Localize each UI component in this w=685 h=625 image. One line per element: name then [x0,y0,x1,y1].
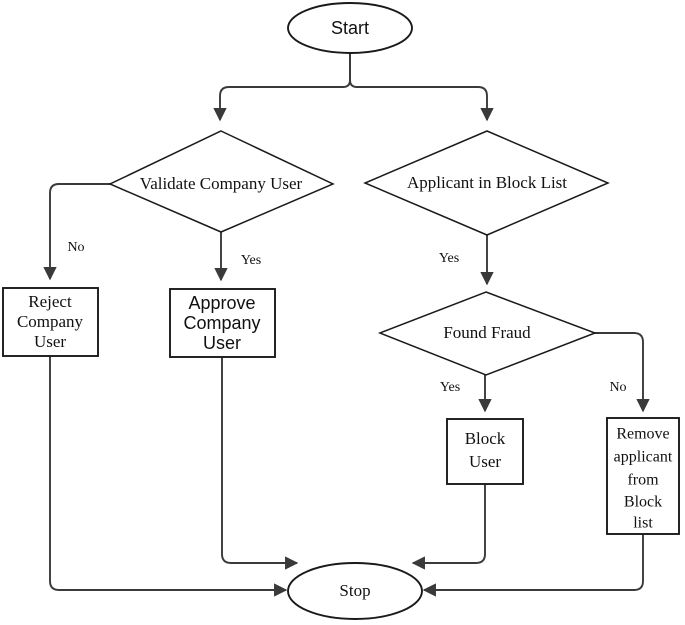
node-start[interactable]: Start [287,2,413,54]
node-reject-label-line2: Company [17,312,84,331]
edge-label-fraud-no: No [609,380,626,395]
edge-label-validate-no: No [67,240,84,255]
node-applicant-label: Applicant in Block List [407,173,567,192]
edge-block-stop [411,484,486,570]
node-reject-company-user[interactable]: Reject Company User [2,287,99,357]
node-approve-label-line1: Approve [188,293,255,313]
node-validate-label: Validate Company User [140,174,303,193]
node-remove-label-line4: Block [624,494,662,511]
edge-label-fraud-yes: Yes [440,380,460,395]
node-found-fraud[interactable]: Found Fraud [377,291,598,376]
node-approve-label-line3: User [203,333,241,353]
edge-validate-reject [43,183,110,281]
node-stop-label: Stop [339,581,370,600]
edge-label-validate-yes: Yes [241,253,261,268]
edge-start-split [213,51,351,122]
edge-label-applicant-yes: Yes [439,251,459,266]
edge-start-to-applicant [349,51,494,122]
node-block-user[interactable]: Block User [446,418,524,485]
node-reject-label-line3: User [34,332,66,351]
node-stop[interactable]: Stop [287,562,423,620]
node-validate-company-user[interactable]: Validate Company User [108,130,335,233]
node-remove-label-line1: Remove [616,426,669,443]
node-block-label-line1: Block [465,429,506,448]
node-approve-label-line2: Company [183,313,260,333]
edge-fraud-remove [595,332,650,413]
node-remove-applicant[interactable]: Remove applicant from Block list [606,417,680,535]
node-reject-label-line1: Reject [28,292,72,311]
node-remove-label-line2: applicant [614,449,673,466]
edge-reject-stop [49,356,288,597]
node-approve-company-user[interactable]: Approve Company User [169,288,276,358]
node-block-label-line2: User [469,452,501,471]
node-start-label: Start [331,18,369,38]
node-remove-label-line3: from [627,472,659,489]
edge-approve-stop [221,357,299,570]
node-applicant-in-block-list[interactable]: Applicant in Block List [363,130,610,236]
edge-remove-stop [422,534,644,597]
node-remove-label-line5: list [633,515,653,532]
node-fraud-label: Found Fraud [443,323,531,342]
